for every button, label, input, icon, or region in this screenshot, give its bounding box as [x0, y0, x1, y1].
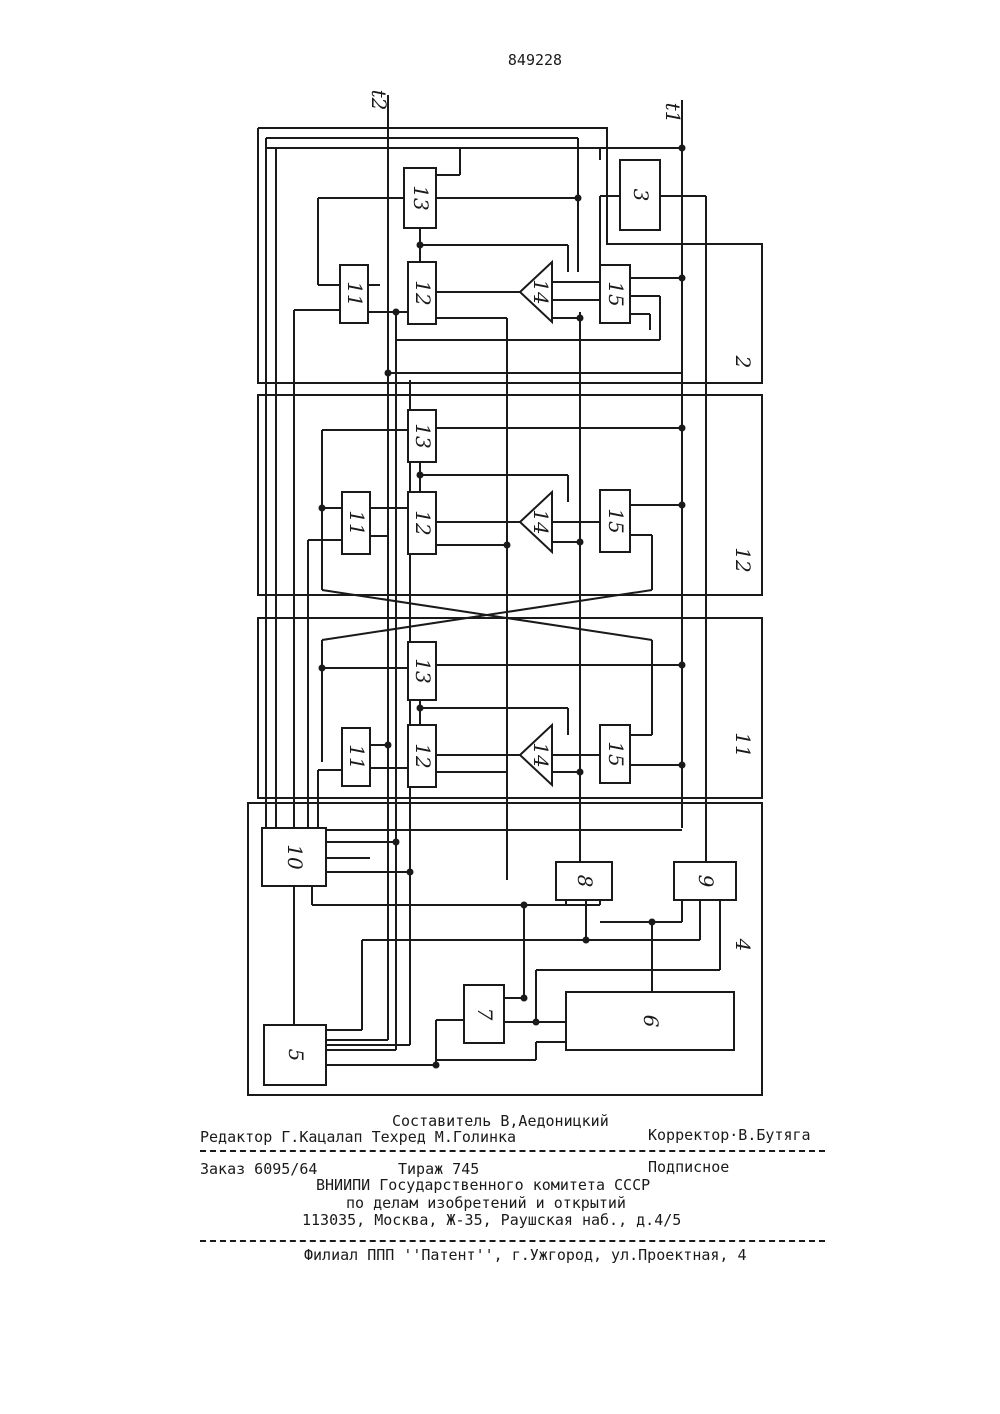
corrector-line: Корректор·В.Бутяга — [648, 1126, 811, 1144]
label-7: 7 — [473, 1008, 497, 1021]
footer-divider-bottom — [200, 1240, 825, 1242]
unit-2-frame — [258, 128, 762, 383]
label-t1: t1 — [661, 103, 685, 124]
label-6: 6 — [639, 1015, 663, 1028]
label-unit-1-1: 11 — [731, 732, 755, 757]
institute-line-1: ВНИИПИ Государственного комитета СССР — [316, 1176, 650, 1194]
label-8: 8 — [573, 875, 597, 888]
label-13-unit1-2: 13 — [411, 423, 435, 448]
label-15-unit1-2: 15 — [604, 508, 628, 533]
label-12-unit1-1: 12 — [411, 743, 435, 768]
label-t2: t2 — [367, 90, 391, 111]
label-3: 3 — [629, 189, 653, 202]
label-13-unit1-1: 13 — [411, 658, 435, 683]
label-9: 9 — [694, 875, 718, 888]
label-13-unit2: 13 — [409, 185, 433, 210]
unit-1-2-frame — [258, 395, 762, 595]
institute-address: 113035, Москва, Ж-35, Раушская наб., д.4… — [302, 1211, 681, 1229]
label-11-unit1-2: 11 — [345, 510, 369, 535]
label-15-unit2: 15 — [604, 281, 628, 306]
label-5: 5 — [284, 1049, 308, 1062]
institute-line-2: по делам изобретений и открытий — [346, 1194, 626, 1212]
label-10: 10 — [283, 844, 307, 870]
label-12-unit1-2: 12 — [411, 510, 435, 535]
editor-line: Редактор Г.Кацалап Техред М.Голинка — [200, 1128, 516, 1146]
patent-number: 849228 — [508, 51, 562, 69]
label-11-unit2: 11 — [343, 281, 367, 306]
label-14-unit1-1: 14 — [529, 742, 553, 767]
label-11-unit1-1: 11 — [345, 744, 369, 769]
subscription: Подписное — [648, 1158, 729, 1176]
label-unit-2: 2 — [731, 355, 755, 369]
label-unit-1-2: 12 — [731, 547, 755, 572]
branch-line: Филиал ППП ''Патент'', г.Ужгород, ул.Про… — [304, 1246, 747, 1264]
label-12-unit2: 12 — [411, 280, 435, 305]
label-14-unit1-2: 14 — [529, 509, 553, 534]
order-number: Заказ 6095/64 — [200, 1160, 317, 1178]
label-unit-4: 4 — [731, 938, 755, 952]
label-15-unit1-1: 15 — [604, 741, 628, 766]
circuit-diagram: 849228 — [0, 0, 1000, 1110]
label-14-unit2: 14 — [529, 279, 553, 304]
footer-divider-top — [200, 1150, 825, 1152]
